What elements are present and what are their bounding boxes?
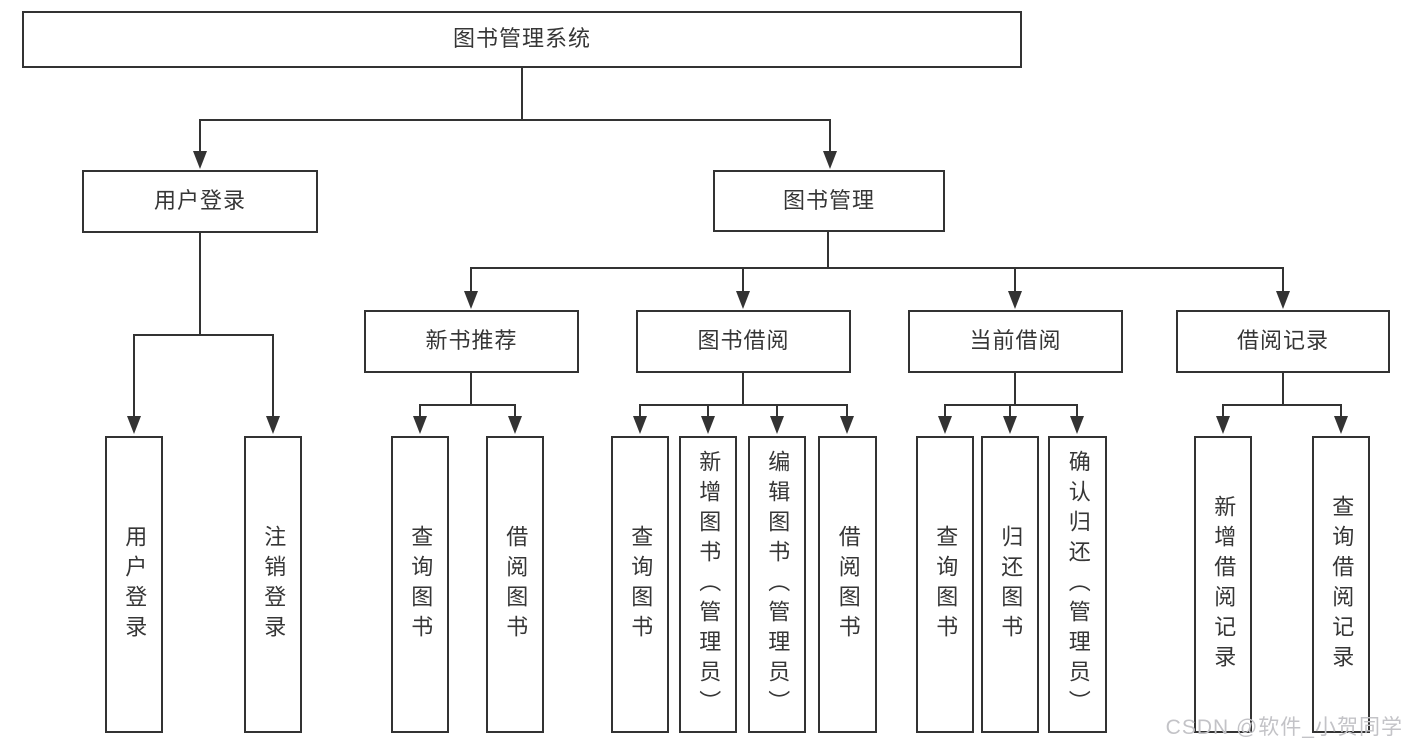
arrow-down-icon <box>823 151 837 169</box>
leaf-edit-book-admin: 编辑图书（管理员） <box>748 436 806 733</box>
node-user-login: 用户登录 <box>82 170 318 233</box>
arrow-down-icon <box>1003 416 1017 434</box>
leaf-add-book-admin: 新增图书（管理员） <box>679 436 737 733</box>
leaf-borrow-books-recommend: 借阅图书 <box>486 436 544 733</box>
arrow-down-icon <box>1276 291 1290 309</box>
arrow-down-icon <box>413 416 427 434</box>
leaf-borrow-books: 借阅图书 <box>818 436 877 733</box>
node-book-borrow: 图书借阅 <box>636 310 851 373</box>
watermark-text: CSDN @软件_小贺同学 <box>1165 716 1403 739</box>
connector-book-management-branch <box>470 232 1284 293</box>
node-new-book-recommend: 新书推荐 <box>364 310 579 373</box>
node-book-management: 图书管理 <box>713 170 945 232</box>
arrow-down-icon <box>1008 291 1022 309</box>
arrow-down-icon <box>193 151 207 169</box>
arrow-down-icon <box>127 416 141 434</box>
arrow-down-icon <box>840 416 854 434</box>
leaf-query-books-current: 查询图书 <box>916 436 974 733</box>
leaf-query-books-recommend: 查询图书 <box>391 436 449 733</box>
arrow-down-icon <box>1070 416 1084 434</box>
leaf-add-borrow-record: 新增借阅记录 <box>1194 436 1252 733</box>
arrow-down-icon <box>701 416 715 434</box>
leaf-confirm-return-admin: 确认归还（管理员） <box>1048 436 1107 733</box>
connector-user-login-branch <box>133 233 274 418</box>
connector-root-branch <box>199 68 831 153</box>
leaf-query-borrow-record: 查询借阅记录 <box>1312 436 1370 733</box>
leaf-return-book: 归还图书 <box>981 436 1039 733</box>
node-current-borrow: 当前借阅 <box>908 310 1123 373</box>
arrow-down-icon <box>633 416 647 434</box>
arrow-down-icon <box>266 416 280 434</box>
node-borrow-records: 借阅记录 <box>1176 310 1390 373</box>
leaf-user-login: 用户登录 <box>105 436 163 733</box>
connector-book-borrow-branch <box>639 373 848 418</box>
arrowhead-icons <box>127 151 1348 434</box>
arrow-down-icon <box>508 416 522 434</box>
arrow-down-icon <box>1216 416 1230 434</box>
connector-current-borrow-branch <box>944 373 1078 418</box>
arrow-down-icon <box>938 416 952 434</box>
arrow-down-icon <box>770 416 784 434</box>
arrow-down-icon <box>736 291 750 309</box>
node-root-system: 图书管理系统 <box>22 11 1022 68</box>
arrow-down-icon <box>1334 416 1348 434</box>
leaf-query-books-borrow: 查询图书 <box>611 436 669 733</box>
connector-new-book-recommend-branch <box>419 373 516 418</box>
arrow-down-icon <box>464 291 478 309</box>
connector-borrow-records-branch <box>1222 373 1342 418</box>
leaf-logout: 注销登录 <box>244 436 302 733</box>
